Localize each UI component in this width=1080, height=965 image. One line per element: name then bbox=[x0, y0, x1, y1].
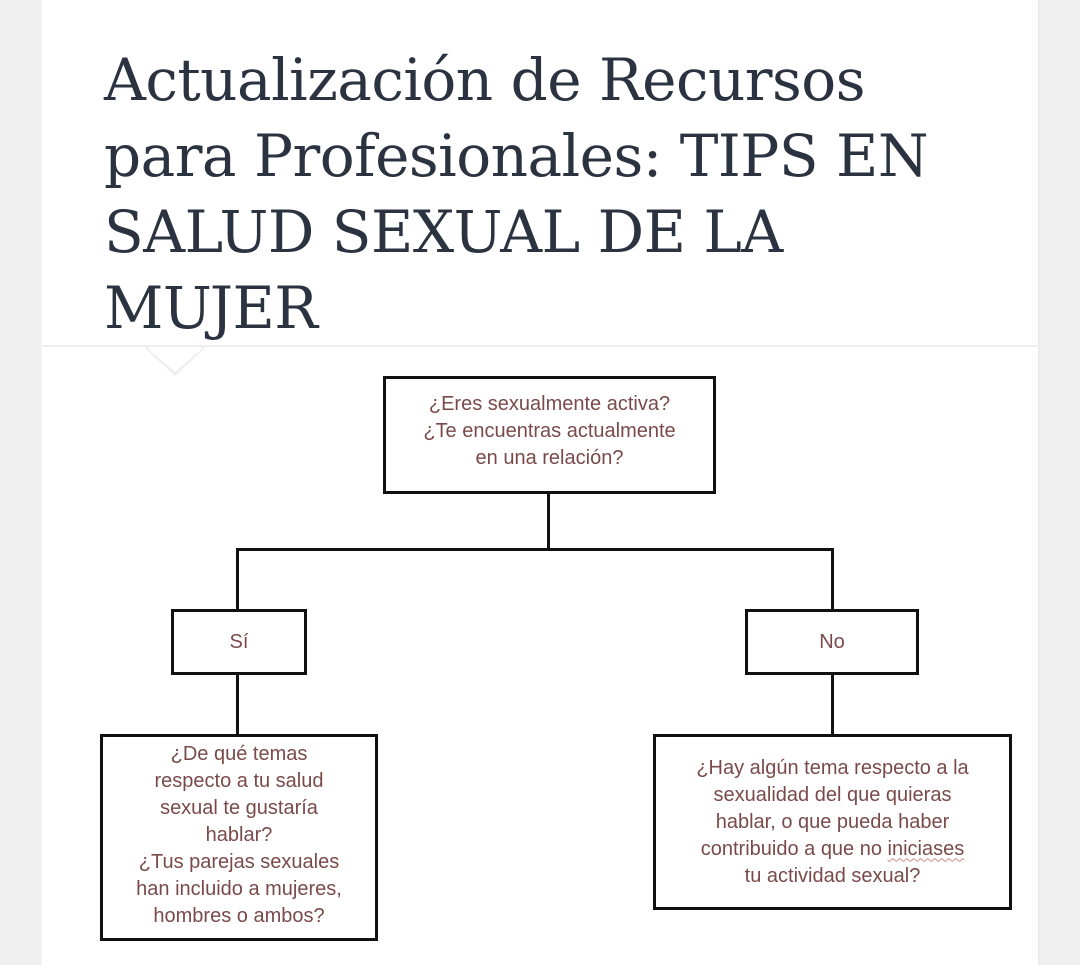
flowchart-root-box: ¿Eres sexualmente activa? ¿Te encuentras… bbox=[383, 376, 716, 494]
no-question: ¿Hay algún tema respecto a la sexualidad… bbox=[696, 756, 969, 887]
connector-no-down bbox=[831, 674, 834, 735]
flowchart-no-box: No bbox=[745, 609, 919, 675]
divider-notch-icon bbox=[145, 344, 205, 376]
flowchart-no-question-box: ¿Hay algún tema respecto a la sexualidad… bbox=[653, 734, 1012, 910]
flowchart-yes-box: Sí bbox=[171, 609, 307, 675]
connector-right-down bbox=[831, 548, 834, 610]
yes-question: ¿De qué temas respecto a tu salud sexual… bbox=[136, 743, 342, 927]
yes-label: Sí bbox=[229, 630, 249, 653]
page-title: Actualización de Recursos para Profesion… bbox=[104, 46, 929, 342]
connector-horizontal bbox=[236, 548, 834, 551]
no-label: No bbox=[819, 630, 845, 653]
flowchart-yes-question-box: ¿De qué temas respecto a tu salud sexual… bbox=[100, 734, 378, 941]
root-question: ¿Eres sexualmente activa? ¿Te encuentras… bbox=[423, 392, 676, 469]
connector-yes-down bbox=[236, 674, 239, 735]
header-divider bbox=[42, 345, 1038, 347]
connector-left-down bbox=[236, 548, 239, 610]
spellcheck-underlined-word: iniciases bbox=[887, 837, 965, 860]
connector-root-down bbox=[547, 493, 550, 551]
